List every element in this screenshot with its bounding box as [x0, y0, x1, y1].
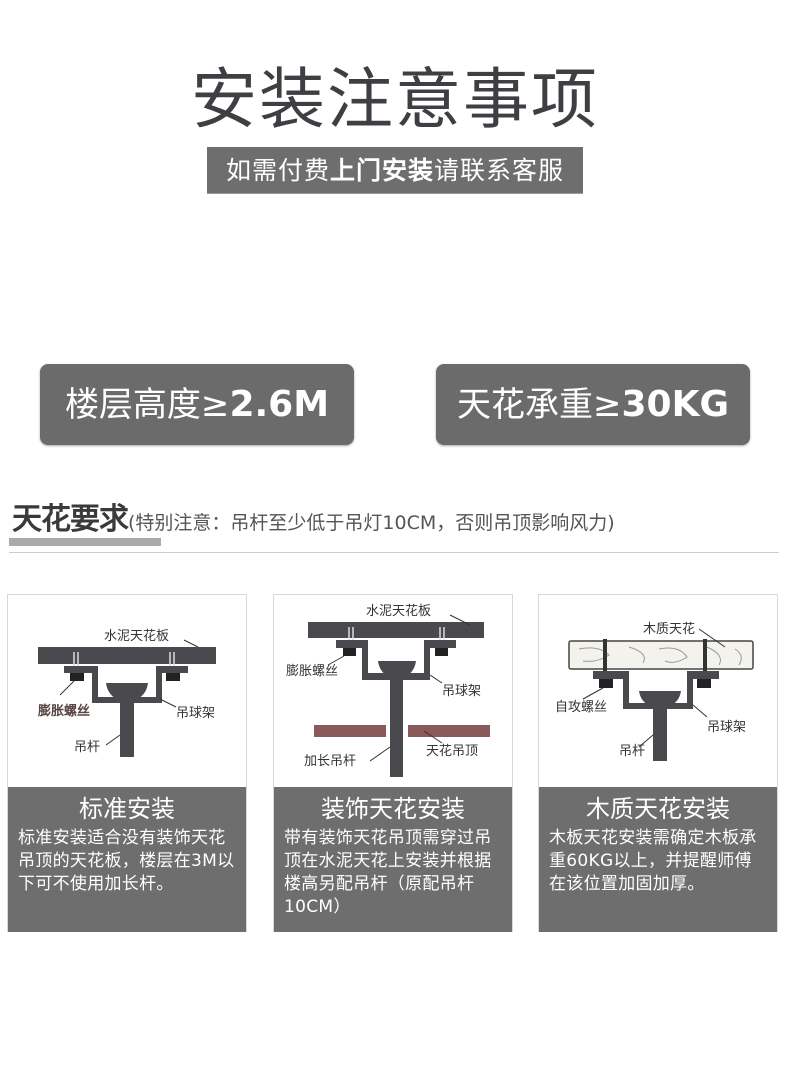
- svg-text:吊球架: 吊球架: [442, 684, 481, 699]
- card-standard-install: 水泥天花板 膨胀螺丝 吊球架 吊杆 标准安装 标准安装适合没有装饰天花吊顶的天花…: [7, 594, 247, 932]
- card-title: 标准安装: [79, 795, 175, 823]
- card-wood-ceiling-install: 木质天花 自攻螺丝 吊球架 吊杆 木质天花安装 木板天花安装需确定木板承重60K…: [538, 594, 778, 932]
- page-title: 安装注意事项: [191, 61, 599, 138]
- standard-install-info: 标准安装 标准安装适合没有装饰天花吊顶的天花板，楼层在3M以下可不使用加长杆。: [8, 787, 246, 932]
- svg-text:天花吊顶: 天花吊顶: [426, 743, 478, 759]
- subtitle-prefix: 如需付费: [225, 156, 330, 185]
- card-description: 标准安装适合没有装饰天花吊顶的天花板，楼层在3M以下可不使用加长杆。: [18, 828, 235, 894]
- floor-height-requirement: 楼层高度≥2.6M: [40, 364, 354, 445]
- ceiling-load-value: 30KG: [621, 384, 730, 425]
- svg-text:自攻螺丝: 自攻螺丝: [555, 700, 607, 715]
- card-description: 带有装饰天花吊顶需穿过吊顶在水泥天花上安装并根据楼高另配吊杆（原配吊杆10CM）: [284, 828, 492, 917]
- svg-text:木质天花: 木质天花: [643, 621, 695, 637]
- section-title-underline: [9, 538, 161, 546]
- svg-text:吊球架: 吊球架: [707, 720, 746, 735]
- card-title: 木质天花安装: [586, 795, 730, 823]
- section-divider: [9, 552, 779, 553]
- section-note: (特别注意：吊杆至少低于吊灯10CM，否则吊顶影响风力): [128, 512, 615, 534]
- ceiling-requirements-header: 天花要求(特别注意：吊杆至少低于吊灯10CM，否则吊顶影响风力): [12, 494, 615, 538]
- svg-text:膨胀螺丝: 膨胀螺丝: [37, 703, 90, 719]
- floor-height-label: 楼层高度≥: [64, 385, 230, 425]
- ceiling-load-label: 天花承重≥: [456, 385, 622, 425]
- decorative-install-diagram-icon: 水泥天花板 膨胀螺丝 吊球架 天花吊顶 加长吊杆: [286, 603, 490, 777]
- subtitle-suffix: 请联系客服: [434, 156, 565, 185]
- svg-text:水泥天花板: 水泥天花板: [366, 603, 431, 619]
- svg-text:膨胀螺丝: 膨胀螺丝: [286, 664, 338, 679]
- standard-install-diagram-icon: 水泥天花板 膨胀螺丝 吊球架 吊杆: [37, 628, 216, 757]
- wood-install-info: 木质天花安装 木板天花安装需确定木板承重60KG以上，并提醒师傅在该位置加固加厚…: [539, 787, 777, 932]
- install-service-banner: 如需付费上门安装请联系客服: [207, 147, 583, 194]
- card-decorative-ceiling-install: 水泥天花板 膨胀螺丝 吊球架 天花吊顶 加长吊杆 装饰天花安装 带有装饰天花吊顶…: [273, 594, 513, 932]
- subtitle-bold: 上门安装: [329, 156, 434, 185]
- card-description: 木板天花安装需确定木板承重60KG以上，并提醒师傅在该位置加固加厚。: [549, 828, 757, 894]
- decorative-install-info: 装饰天花安装 带有装饰天花吊顶需穿过吊顶在水泥天花上安装并根据楼高另配吊杆（原配…: [274, 787, 512, 932]
- svg-text:加长吊杆: 加长吊杆: [304, 754, 356, 769]
- svg-text:水泥天花板: 水泥天花板: [104, 628, 169, 644]
- wood-install-diagram-icon: 木质天花 自攻螺丝 吊球架 吊杆: [555, 621, 754, 761]
- ceiling-load-requirement: 天花承重≥30KG: [436, 364, 750, 445]
- section-title: 天花要求: [12, 502, 129, 537]
- svg-text:吊杆: 吊杆: [74, 740, 100, 755]
- card-title: 装饰天花安装: [321, 795, 465, 823]
- svg-text:吊球架: 吊球架: [176, 706, 215, 721]
- floor-height-value: 2.6M: [229, 384, 330, 425]
- svg-text:吊杆: 吊杆: [619, 744, 645, 759]
